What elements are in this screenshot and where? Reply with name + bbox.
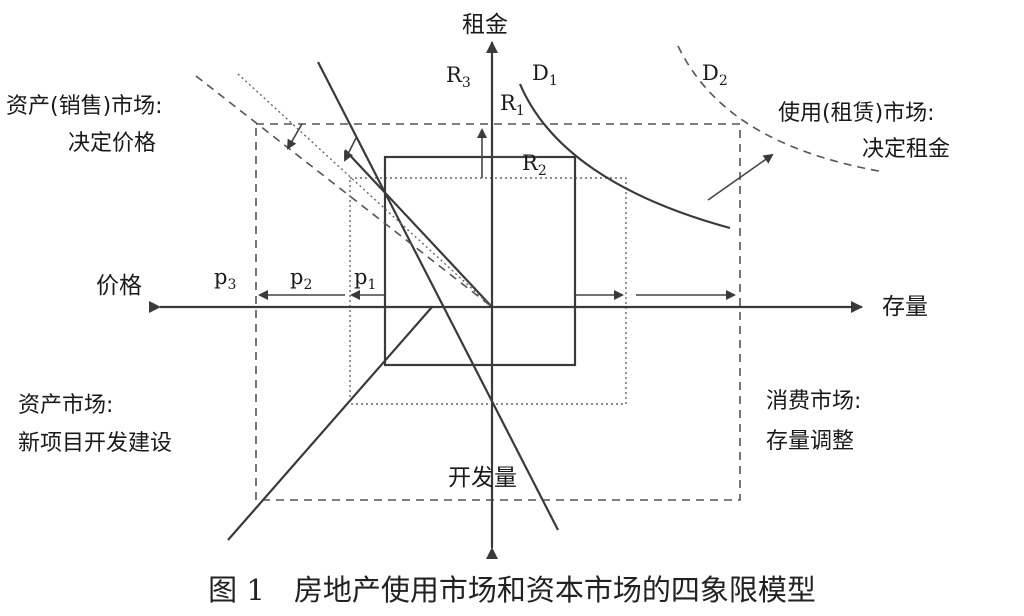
price-rent-line — [317, 61, 559, 531]
symbol-p1: p1 — [354, 265, 376, 293]
symbol-p2: p2 — [290, 265, 312, 293]
axis-label-price: 价格 — [96, 273, 142, 299]
axis-label-rent: 租金 — [462, 12, 508, 38]
symbol-r2: R2 — [522, 151, 547, 179]
quadrant-use-rental-line2: 决定租金 — [862, 137, 950, 162]
figure-caption: 图 1 房地产使用市场和资本市场的四象限模型 — [208, 573, 816, 607]
quadrant-consumption-line2: 存量调整 — [766, 429, 854, 454]
construction-cost-line — [227, 306, 433, 541]
quadrant-consumption-line1: 消费市场: — [766, 389, 861, 414]
quadrant-use-rental-line1: 使用(租赁)市场: — [778, 101, 935, 126]
quadrant-asset-construction-line2: 新项目开发建设 — [18, 431, 172, 456]
symbol-r3: R3 — [446, 63, 471, 91]
rotate-arrow-2 — [286, 123, 303, 150]
valuation-line-solid — [344, 149, 493, 308]
quadrant-asset-sales-line1: 资产(销售)市场: — [6, 94, 163, 119]
inner-solid-frame — [383, 155, 577, 367]
quadrant-asset-sales-line2: 决定价格 — [68, 131, 156, 156]
shift-arrow-upper-right — [707, 153, 774, 201]
symbol-p3: p3 — [214, 265, 236, 293]
middle-dotted-frame — [349, 177, 627, 405]
quadrant-asset-construction-line1: 资产市场: — [18, 393, 113, 418]
axis-label-stock: 存量 — [882, 294, 928, 320]
rotate-arrow-1 — [344, 137, 357, 162]
symbol-d1: D1 — [532, 61, 558, 89]
valuation-ray-dashed — [195, 75, 493, 308]
symbol-d2: D2 — [702, 61, 728, 89]
symbol-r1: R1 — [500, 91, 525, 119]
axis-label-construction: 开发量 — [448, 465, 517, 491]
demand-curve-d1 — [518, 83, 731, 230]
